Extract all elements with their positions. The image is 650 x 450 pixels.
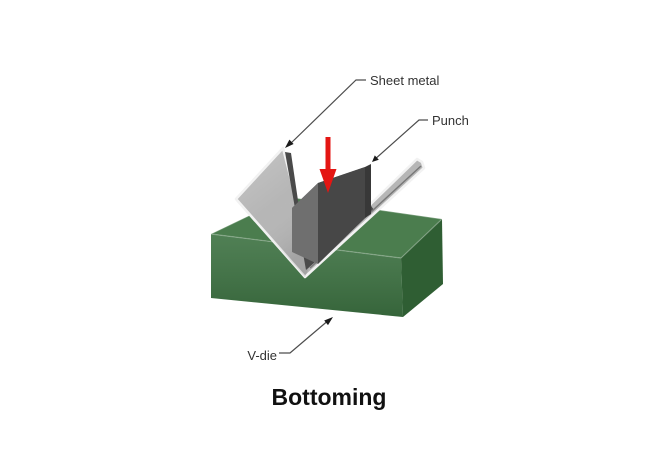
punch-leader-arrowhead-icon bbox=[372, 155, 379, 162]
punch-left-end-face bbox=[292, 183, 318, 264]
v-die-label: V-die bbox=[247, 348, 277, 363]
sheet-metal-leader-arrowhead-icon bbox=[285, 139, 294, 148]
sheet-metal-label: Sheet metal bbox=[370, 73, 439, 88]
punch-right-end-face bbox=[365, 164, 371, 218]
v-die-leader bbox=[279, 317, 333, 354]
sheet-metal-leader bbox=[285, 79, 366, 148]
force-arrow-shaft bbox=[325, 137, 331, 171]
force-arrow-icon bbox=[319, 137, 337, 193]
sheet-metal-leader-line bbox=[287, 79, 366, 147]
v-die-leader-line bbox=[279, 318, 331, 354]
diagram-title: Bottoming bbox=[272, 384, 387, 410]
punch-front-face bbox=[318, 167, 365, 264]
force-arrow-head bbox=[319, 169, 337, 193]
punch-leader bbox=[372, 119, 428, 162]
v-die-leader-arrowhead-icon bbox=[324, 317, 333, 326]
punch-label: Punch bbox=[432, 113, 469, 128]
v-die-right-face bbox=[401, 219, 443, 317]
punch-leader-line bbox=[373, 119, 428, 161]
